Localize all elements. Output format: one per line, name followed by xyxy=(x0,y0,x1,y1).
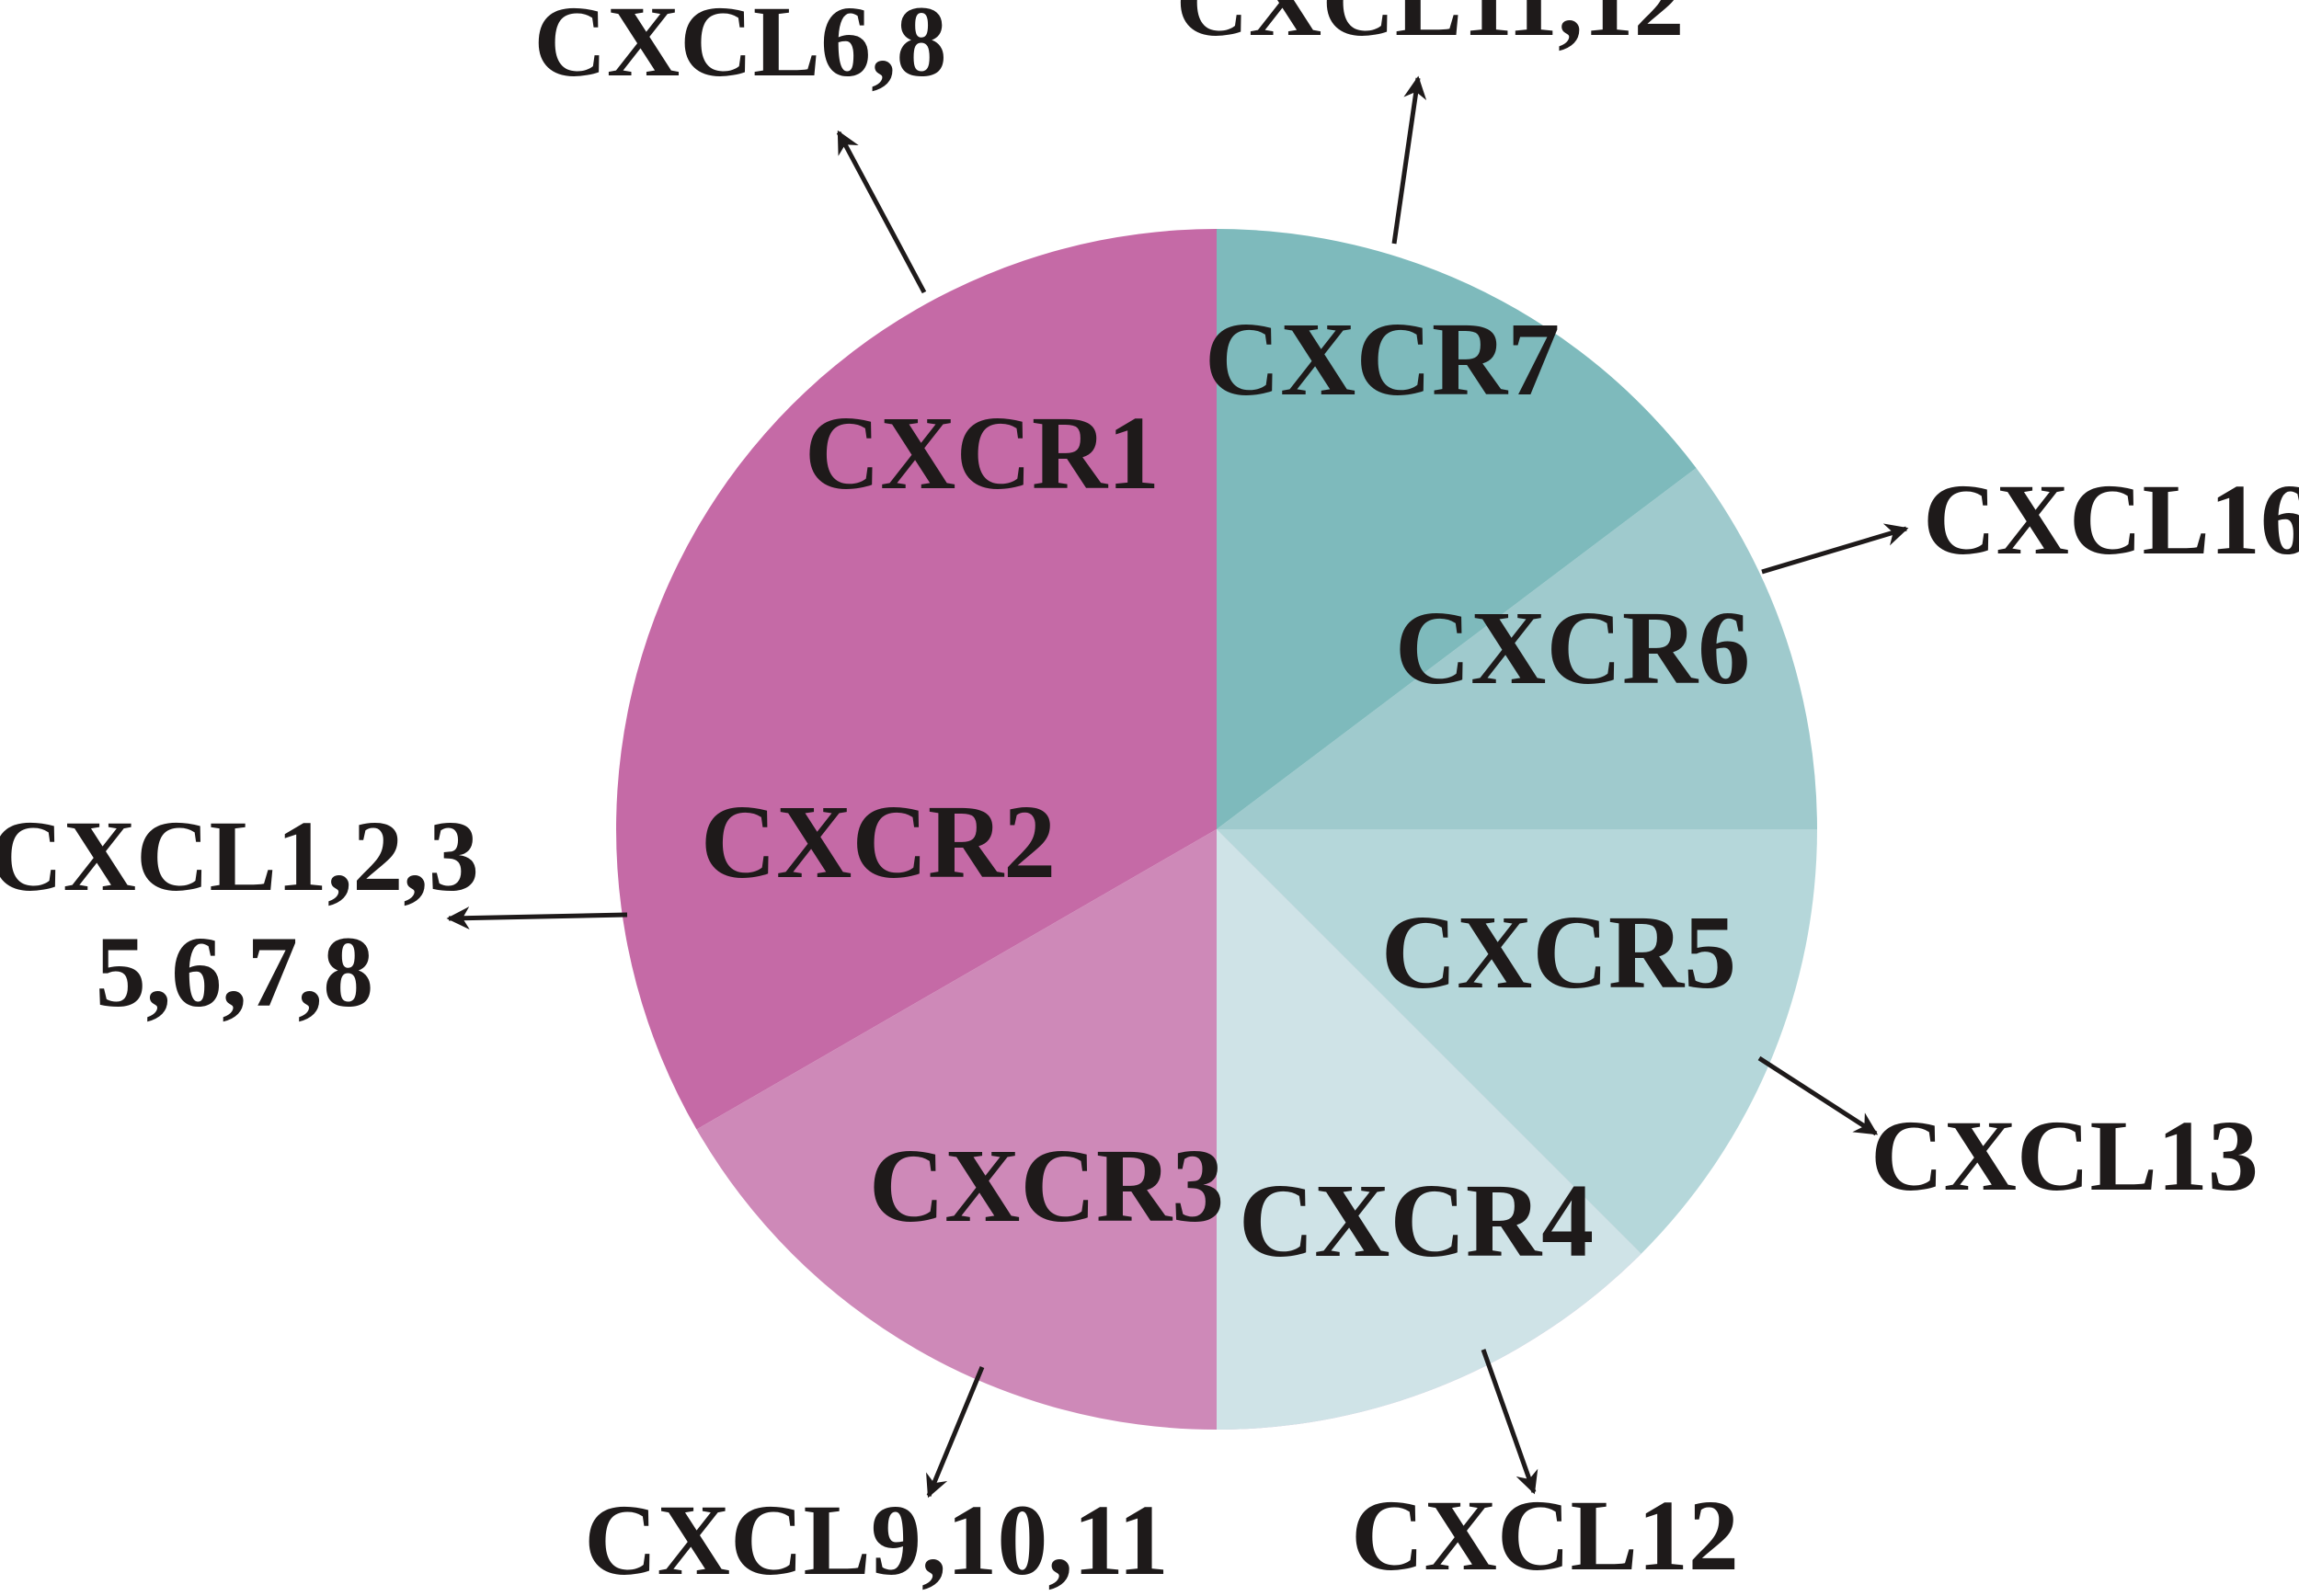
receptor-label-cxcr2: CXCR2 xyxy=(701,783,1056,900)
segment-cxcr2 xyxy=(696,829,1217,1430)
segment-cxcr4 xyxy=(1217,829,1641,1430)
receptor-label-cxcr7: CXCR7 xyxy=(1205,301,1560,417)
segment-cxcr1 xyxy=(616,229,1217,1130)
ligand-label-cxcr3-1: CXCL9,10,11 xyxy=(584,1484,1169,1596)
arrow-cxcr4 xyxy=(1481,1349,1538,1495)
arrow-cxcr3 xyxy=(926,1366,985,1499)
ligand-label-cxcr4-1: CXCL12 xyxy=(1351,1479,1739,1591)
receptor-label-cxcr6: CXCR6 xyxy=(1395,589,1750,706)
ligand-label-cxcr5-1: CXCL13 xyxy=(1870,1100,2259,1212)
receptor-label-cxcr3: CXCR3 xyxy=(869,1127,1224,1244)
receptor-label-cxcr5: CXCR5 xyxy=(1381,894,1736,1010)
ligand-label-cxcr6-1: CXCL16 xyxy=(1923,463,2299,576)
segment-cxcr5 xyxy=(1217,829,1817,1254)
receptor-label-cxcr4: CXCR4 xyxy=(1239,1162,1594,1279)
arrow-cxcr1 xyxy=(836,130,927,294)
ligand-label-cxcr7-1: CXCL11,12 xyxy=(1175,0,1684,57)
ligand-label-cxcr2-2: 5,6,7,8 xyxy=(96,916,374,1028)
arrow-cxcr2 xyxy=(446,906,628,930)
arrow-cxcr5 xyxy=(1757,1055,1879,1136)
arrow-cxcr6 xyxy=(1761,523,1909,575)
segment-cxcr6 xyxy=(1217,468,1817,829)
pie-segments xyxy=(616,229,1817,1430)
arrow-cxcr7 xyxy=(1391,75,1427,245)
ligand-arrows xyxy=(446,75,1909,1499)
ligand-label-cxcr2-1: CXCL1,2,3 xyxy=(0,800,479,912)
segment-cxcr7 xyxy=(1217,229,1697,829)
receptor-label-cxcr1: CXCR1 xyxy=(805,394,1160,511)
ligand-label-cxcr1-1: CXCL6,8 xyxy=(533,0,946,97)
